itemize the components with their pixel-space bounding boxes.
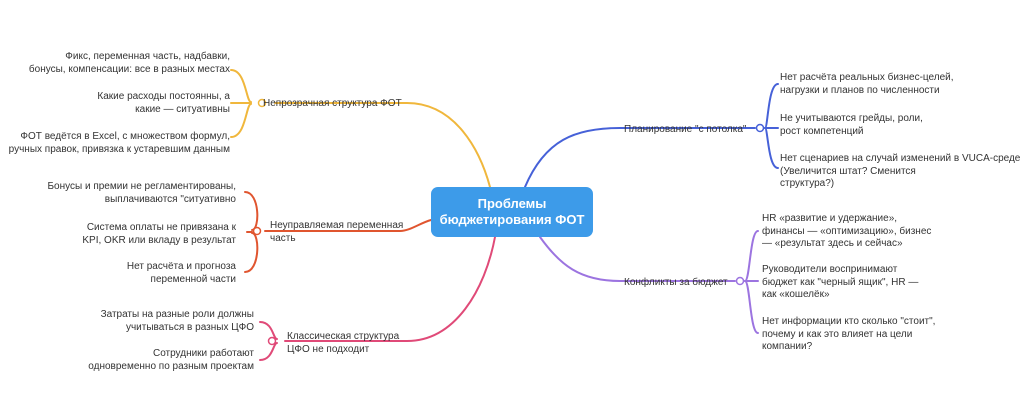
- branch-conflicts-connectors: [539, 230, 759, 334]
- branch-conflicts-item-3[interactable]: Нет информации кто сколько "стоит", поче…: [762, 316, 936, 352]
- branch-variable-label[interactable]: Неуправляемая переменная часть: [270, 220, 404, 244]
- branch-cfo-connectors: [259, 236, 496, 361]
- branch-conflicts-label[interactable]: Конфликты за бюджет: [624, 277, 728, 288]
- branch-opaque-node: [257, 98, 267, 108]
- branch-conflicts-node: [735, 276, 745, 286]
- branch-conflicts-item-2[interactable]: Руководители воспринимают бюджет как "че…: [762, 264, 919, 300]
- branch-opaque-item-1[interactable]: Фикс, переменная часть, надбавки, бонусы…: [28, 51, 230, 75]
- branch-opaque-item-2[interactable]: Какие расходы постоянны, а какие — ситуа…: [97, 91, 230, 115]
- branch-cfo-label[interactable]: Классическая структура ЦФО не подходит: [287, 331, 400, 355]
- branch-opaque-connectors: [230, 69, 491, 188]
- branch-opaque-label[interactable]: Непрозрачная структура ФОТ: [263, 98, 402, 109]
- branch-planning-label[interactable]: Планирование "с потолка": [624, 124, 747, 135]
- central-topic-line-1: Проблемы: [477, 196, 547, 211]
- branch-cfo-node: [267, 336, 277, 346]
- branch-planning-item-1[interactable]: Нет расчёта реальных бизнес-целей, нагру…: [780, 72, 954, 96]
- branch-variable-item-2[interactable]: Система оплаты не привязана к KPI, OKR и…: [82, 222, 236, 246]
- central-topic-line-2: бюджетирования ФОТ: [439, 212, 585, 227]
- branch-opaque-item-3[interactable]: ФОТ ведётся в Excel, с множеством формул…: [8, 131, 230, 155]
- branch-planning-item-3[interactable]: Нет сценариев на случай изменений в VUCA…: [780, 153, 1021, 189]
- branch-conflicts-item-1[interactable]: HR «развитие и удержание», финансы — «оп…: [762, 213, 932, 249]
- branch-planning-item-2[interactable]: Не учитываются грейды, роли, рост компет…: [780, 113, 923, 137]
- branch-planning-connectors: [524, 83, 779, 188]
- branch-variable-item-3[interactable]: Нет расчёта и прогноза переменной части: [126, 261, 236, 285]
- branch-variable-item-1[interactable]: Бонусы и премии не регламентированы, вып…: [47, 181, 236, 205]
- central-topic[interactable]: Проблемы бюджетирования ФОТ: [431, 187, 593, 237]
- branch-variable-node: [252, 226, 262, 236]
- branch-planning-node: [755, 123, 765, 133]
- branch-cfo-item-1[interactable]: Затраты на разные роли должны учитыватьс…: [100, 309, 254, 333]
- branch-cfo-item-2[interactable]: Сотрудники работают одновременно по разн…: [88, 348, 254, 372]
